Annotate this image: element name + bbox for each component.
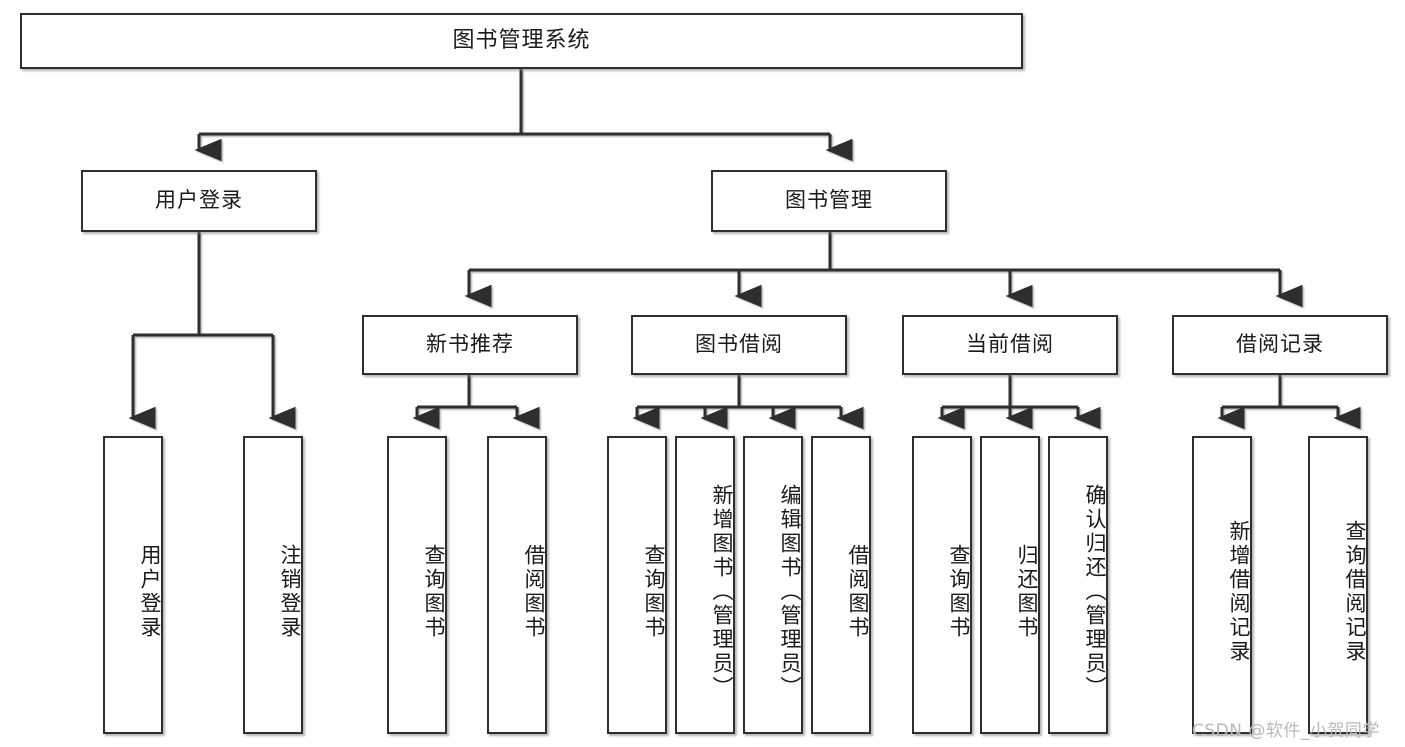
leaf-add-book[interactable]: 新增图书（管理员） (675, 436, 735, 734)
node-current-borrow[interactable]: 当前借阅 (902, 315, 1118, 375)
leaf-user-login[interactable]: 用户登录 (103, 436, 163, 734)
leaf-user-login-label: 用户登录 (138, 544, 162, 640)
node-borrow-record[interactable]: 借阅记录 (1172, 315, 1388, 375)
leaf-edit-book[interactable]: 编辑图书（管理员） (743, 436, 803, 734)
node-user-login[interactable]: 用户登录 (81, 170, 317, 232)
leaf-add-record-label: 新增借阅记录 (1227, 520, 1251, 664)
node-borrow-record-label: 借阅记录 (1236, 332, 1324, 357)
node-root-label: 图书管理系统 (452, 27, 591, 53)
node-book-manage[interactable]: 图书管理 (711, 170, 947, 232)
leaf-return-book-label: 归还图书 (1015, 544, 1039, 640)
leaf-query-book-2[interactable]: 查询图书 (607, 436, 667, 734)
node-root[interactable]: 图书管理系统 (20, 13, 1023, 69)
node-new-book-recommend[interactable]: 新书推荐 (362, 315, 578, 375)
node-book-borrow[interactable]: 图书借阅 (631, 315, 847, 375)
leaf-logout-login-label: 注销登录 (278, 544, 302, 640)
leaf-logout-login[interactable]: 注销登录 (243, 436, 303, 734)
leaf-add-book-label: 新增图书（管理员） (710, 484, 734, 700)
leaf-query-book-2-label: 查询图书 (642, 544, 666, 640)
leaf-query-book-3-label: 查询图书 (947, 544, 971, 640)
node-book-borrow-label: 图书借阅 (695, 332, 783, 357)
leaf-query-book-3[interactable]: 查询图书 (912, 436, 972, 734)
leaf-query-record[interactable]: 查询借阅记录 (1308, 436, 1368, 734)
leaf-borrow-book-1-label: 借阅图书 (522, 544, 546, 640)
node-current-borrow-label: 当前借阅 (966, 332, 1054, 357)
leaf-borrow-book-2[interactable]: 借阅图书 (811, 436, 871, 734)
leaf-query-record-label: 查询借阅记录 (1343, 520, 1367, 664)
leaf-borrow-book-1[interactable]: 借阅图书 (487, 436, 547, 734)
leaf-borrow-book-2-label: 借阅图书 (846, 544, 870, 640)
node-user-login-label: 用户登录 (155, 188, 243, 213)
leaf-query-book-1-label: 查询图书 (422, 544, 446, 640)
csdn-watermark: CSDN @软件_小贺同学 (1192, 721, 1380, 741)
leaf-query-book-1[interactable]: 查询图书 (387, 436, 447, 734)
node-new-book-recommend-label: 新书推荐 (426, 332, 514, 357)
leaf-confirm-return[interactable]: 确认归还（管理员） (1048, 436, 1108, 734)
leaf-add-record[interactable]: 新增借阅记录 (1192, 436, 1252, 734)
node-book-manage-label: 图书管理 (785, 188, 873, 213)
leaf-confirm-return-label: 确认归还（管理员） (1083, 484, 1107, 700)
leaf-return-book[interactable]: 归还图书 (980, 436, 1040, 734)
leaf-edit-book-label: 编辑图书（管理员） (778, 484, 802, 700)
